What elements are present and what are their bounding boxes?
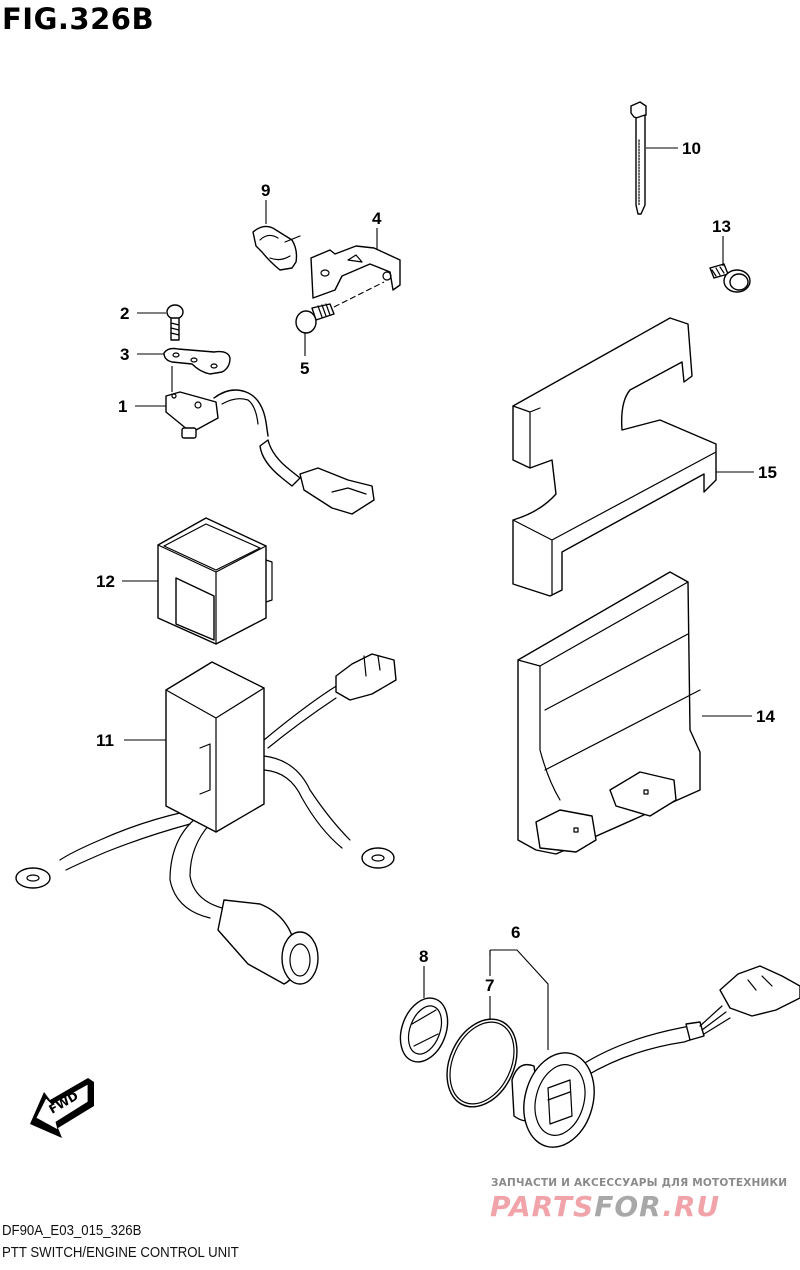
watermark-brand-ru: .RU — [662, 1190, 721, 1223]
callout-12[interactable]: 12 — [96, 572, 115, 591]
callout-6[interactable]: 6 — [511, 923, 520, 942]
callout-2[interactable]: 2 — [120, 304, 129, 323]
callout-3[interactable]: 3 — [120, 345, 129, 364]
part-10-cable-tie[interactable] — [630, 101, 647, 215]
part-11-relay-harness[interactable] — [15, 653, 397, 985]
part-2-screw[interactable] — [166, 304, 184, 341]
part-5-bolt[interactable] — [295, 303, 335, 334]
assembly-line-4-5 — [333, 281, 385, 308]
part-9-clamp[interactable] — [252, 225, 301, 271]
part-4-bracket[interactable] — [310, 245, 401, 299]
callout-11[interactable]: 11 — [96, 731, 114, 750]
part-3-plate[interactable] — [163, 347, 231, 375]
watermark-brand-for: FOR — [594, 1190, 663, 1223]
part-12-relay-cover[interactable] — [157, 517, 273, 645]
callout-14[interactable]: 14 — [756, 707, 775, 726]
callout-8[interactable]: 8 — [419, 947, 428, 966]
figure-caption: PTT SWITCH/ENGINE CONTROL UNIT — [2, 1244, 239, 1261]
callout-7[interactable]: 7 — [485, 976, 494, 995]
callout-13[interactable]: 13 — [712, 217, 731, 236]
callout-5[interactable]: 5 — [300, 359, 309, 378]
callout-9[interactable]: 9 — [261, 181, 270, 200]
part-1-sensor[interactable] — [165, 389, 375, 515]
part-14-ecu[interactable] — [517, 571, 701, 855]
watermark-subtitle: ЗАПЧАСТИ И АКСЕССУАРЫ ДЛЯ МОТОТЕХНИКИ — [491, 1177, 788, 1189]
part-7-o-ring[interactable] — [434, 1008, 531, 1118]
callout-15[interactable]: 15 — [758, 463, 777, 482]
part-13-bolt[interactable] — [709, 263, 751, 293]
fwd-direction-indicator: FWD — [30, 1078, 94, 1138]
drawing-code: DF90A_E03_015_326B — [2, 1222, 142, 1239]
callout-4[interactable]: 4 — [372, 209, 382, 228]
callout-10[interactable]: 10 — [682, 139, 701, 158]
watermark-brand: PARTSFOR.RU — [490, 1190, 720, 1223]
part-6-ptt-switch[interactable] — [511, 965, 800, 1155]
watermark-brand-parts: PARTS — [490, 1190, 595, 1223]
callout-1[interactable]: 1 — [118, 397, 127, 416]
figure-title: FIG.326B — [2, 2, 155, 36]
part-15-ecu-cover[interactable] — [512, 317, 717, 597]
part-8-nut[interactable] — [392, 991, 456, 1068]
